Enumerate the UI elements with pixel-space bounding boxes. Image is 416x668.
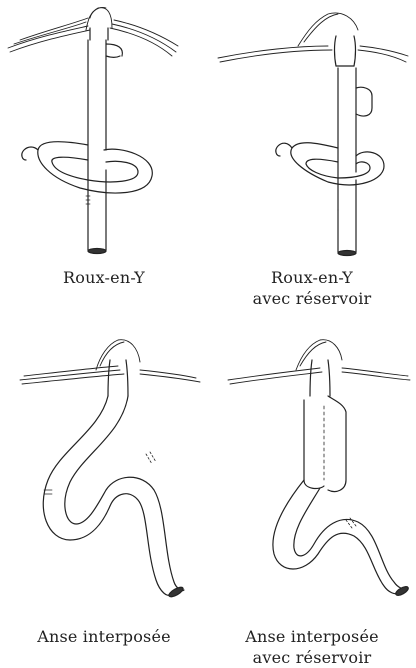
- caption-roux-en-y: Roux-en-Y: [14, 267, 194, 288]
- anse-interposee-illustration: [0, 330, 208, 610]
- caption-line: Roux-en-Y: [14, 267, 194, 288]
- diaphragm-fibers: [8, 7, 178, 56]
- anse-interposee-reservoir-illustration: [208, 330, 416, 610]
- roux-en-y-reservoir-illustration: [208, 0, 416, 300]
- caption-line-1: Anse interposée: [212, 626, 412, 647]
- panel-anse-interposee: Anse interposée: [0, 330, 208, 668]
- panel-anse-interposee-reservoir: Anse interposée avec réservoir: [208, 330, 416, 668]
- caption-line-2: avec réservoir: [212, 647, 412, 668]
- caption-roux-en-y-reservoir: Roux-en-Y avec réservoir: [212, 267, 412, 309]
- diaphragm-fibers: [228, 340, 410, 384]
- caption-line: Anse interposée: [4, 626, 204, 647]
- caption-line-2: avec réservoir: [212, 288, 412, 309]
- panel-roux-en-y-reservoir: Roux-en-Y avec réservoir: [208, 0, 416, 330]
- caption-line-1: Roux-en-Y: [212, 267, 412, 288]
- caption-anse-interposee-reservoir: Anse interposée avec réservoir: [212, 626, 412, 668]
- panel-roux-en-y: Roux-en-Y: [0, 0, 208, 300]
- caption-anse-interposee: Anse interposée: [4, 626, 204, 647]
- roux-en-y-illustration: [0, 0, 208, 300]
- diaphragm-fibers: [218, 13, 408, 62]
